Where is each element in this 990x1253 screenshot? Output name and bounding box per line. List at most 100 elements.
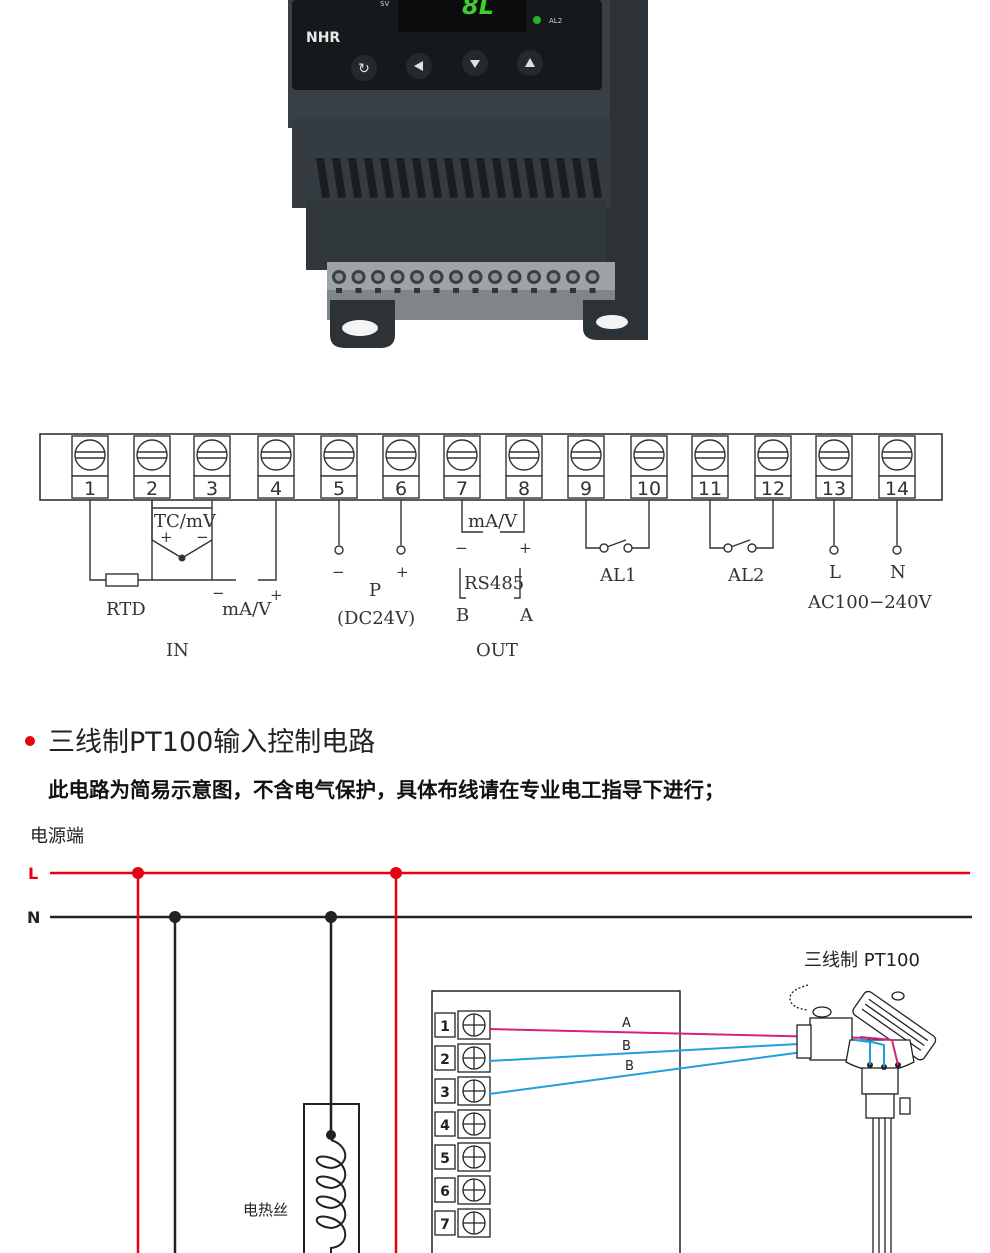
tc-junction <box>178 554 186 562</box>
photo-screw-slot <box>492 288 498 293</box>
terminal-number-cell <box>320 475 358 499</box>
terminal-number: 6 <box>440 1184 450 1200</box>
vent-slot <box>524 158 538 198</box>
mav-in-label: mA/V <box>222 599 272 620</box>
terminal-screw-icon <box>633 439 665 471</box>
photo-screw-slot <box>589 288 596 293</box>
p-contact-minus <box>334 545 344 555</box>
al2-contact-a <box>723 543 733 553</box>
terminal-number: 7 <box>440 1217 450 1233</box>
sensor-sleeve <box>865 1093 895 1119</box>
terminal-number-cell <box>815 475 853 499</box>
n-contact <box>892 545 902 555</box>
vent-slot <box>476 158 490 198</box>
terminal-number-cell <box>382 475 420 499</box>
p-plus: + <box>396 563 409 581</box>
l-node-1 <box>132 867 144 879</box>
l-contact <box>829 545 839 555</box>
p-minus: − <box>332 563 345 581</box>
photo-screw-slot <box>550 288 557 293</box>
mount-hole-left <box>342 320 378 336</box>
n-line-label: N <box>27 908 40 927</box>
rs485-b: B <box>456 605 469 626</box>
out-mav-wire <box>461 500 525 533</box>
vent-slot <box>460 158 474 198</box>
photo-screw-slot <box>570 288 576 293</box>
photo-screw-head <box>549 273 558 281</box>
ln-wires <box>833 500 898 545</box>
al1-contact-a <box>599 543 609 553</box>
photo-screw-slot <box>336 288 342 293</box>
vent-slot <box>588 158 602 198</box>
al1-contact-b <box>623 543 633 553</box>
terminal-number-cell <box>878 475 916 499</box>
terminal-number: 1 <box>84 478 96 500</box>
mav-in-wire <box>258 500 277 581</box>
terminal-number-cell <box>434 1144 456 1170</box>
terminal-number-cell <box>133 475 171 499</box>
photo-screw-head <box>413 273 421 281</box>
photo-screw-head <box>432 273 441 281</box>
out-plus: + <box>519 539 532 557</box>
section-heading: 三线制PT100输入控制电路 此电路为简易示意图，不含电气保护，具体布线请在专业… <box>25 727 725 802</box>
terminal-number-cell <box>567 475 605 499</box>
sensor-label: 三线制 PT100 <box>804 950 920 971</box>
terminal-number-cell <box>71 475 109 499</box>
terminal-screw-icon <box>508 439 540 471</box>
terminal-number-cell <box>193 475 231 499</box>
strip-terminal: 14 <box>878 435 916 500</box>
l-line-label: L <box>28 864 38 883</box>
photo-screw-head <box>354 273 363 281</box>
pt100-sensor <box>789 984 937 1253</box>
in-label: IN <box>166 640 189 661</box>
terminal-number: 3 <box>440 1085 450 1101</box>
photo-screw-slot <box>433 288 440 293</box>
vent-slot <box>412 158 426 198</box>
out-minus: − <box>455 539 468 557</box>
device-vents <box>316 158 602 198</box>
terminal-number: 5 <box>333 478 345 500</box>
terminal-number-cell <box>434 1111 456 1137</box>
strip-terminal: 11 <box>691 435 729 500</box>
terminal-screw-icon <box>196 439 228 471</box>
heater-label: 电热丝 <box>243 1201 288 1219</box>
vent-slot <box>572 158 586 198</box>
photo-screw-slot <box>414 288 420 293</box>
section-bullet <box>25 736 35 746</box>
mav-in-minus: − <box>212 584 225 602</box>
tc-bottom-wire <box>152 540 236 581</box>
sensor-clip <box>899 1097 911 1115</box>
terminal-number-cell <box>443 475 481 499</box>
photo-screw-head <box>569 273 577 281</box>
strip-terminal: 5 <box>320 435 358 500</box>
vent-slot <box>492 158 506 198</box>
strip-terminal: 1 <box>71 435 109 500</box>
strip-terminal: 9 <box>567 435 605 500</box>
terminal-labels: RTD TC/mV + − − mA/V + − + P (DC24V) mA/… <box>106 511 933 661</box>
controller-terminal: 2 <box>434 1043 491 1073</box>
cycle-button[interactable] <box>351 55 377 81</box>
strip-terminal: 7 <box>443 435 481 500</box>
terminal-number: 4 <box>440 1118 450 1134</box>
terminal-number-cell <box>691 475 729 499</box>
photo-screw-slot <box>511 288 518 293</box>
p-wires <box>338 500 402 545</box>
terminal-number: 1 <box>440 1019 450 1035</box>
terminal-number: 9 <box>580 478 592 500</box>
sensor-cover <box>852 990 937 1061</box>
sensor-wire-b2 <box>859 1038 885 1067</box>
device-display <box>398 0 526 32</box>
rs485-bracket <box>459 568 521 599</box>
terminal-number: 4 <box>270 478 282 500</box>
terminal-contacts <box>334 543 902 555</box>
terminal-wiring <box>89 500 898 599</box>
photo-screw-head <box>393 273 402 281</box>
terminal-number: 6 <box>395 478 407 500</box>
photo-screw-head <box>510 273 519 281</box>
terminal-number-cell <box>434 1210 456 1236</box>
controller-terminal: 4 <box>434 1109 491 1139</box>
terminal-number-cell <box>630 475 668 499</box>
tcmv-links <box>151 500 213 540</box>
